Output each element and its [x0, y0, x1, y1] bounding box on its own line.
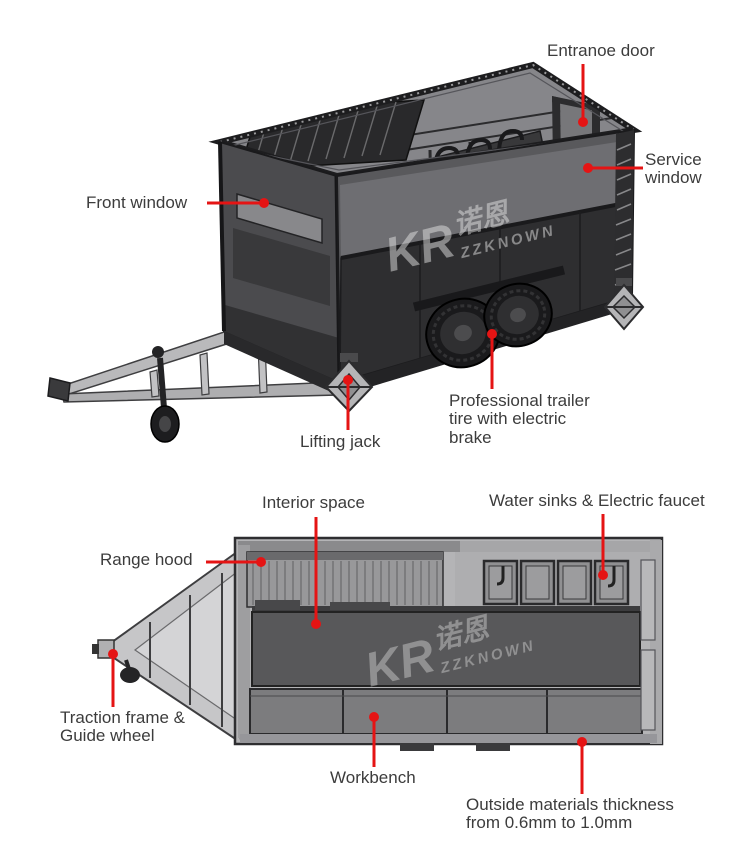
plan-hitch-frame [92, 550, 238, 742]
arrow-outside-materials [577, 737, 587, 794]
jockey-wheel [150, 346, 180, 443]
wheel-rear [483, 282, 553, 348]
service-window-shape [340, 140, 631, 262]
label-water-sinks: Water sinks & Electric faucet [489, 491, 705, 510]
plan-bottom-band [240, 734, 657, 751]
skirt-left [224, 331, 340, 396]
isometric-view: KR 诺恩 ZZKNOWN [47, 61, 645, 443]
water-sinks-shape [455, 552, 650, 610]
plan-view: KR 诺恩 ZZKNOWN [92, 536, 664, 751]
arrow-trailer-tire [487, 329, 497, 389]
rear-door-column [640, 559, 656, 731]
label-entrance-door: Entranoe door [547, 41, 655, 60]
lifting-jack-rear [603, 278, 645, 331]
arrow-lifting-jack [343, 375, 353, 430]
fender [412, 265, 566, 312]
plan-faucet-icons [496, 566, 616, 588]
label-outside-materials: Outside materials thickness from 0.6mm t… [466, 795, 674, 833]
arrow-water-sinks [598, 514, 608, 580]
arrow-workbench [369, 712, 379, 767]
arrow-range-hood [206, 557, 266, 567]
arrow-traction-frame [108, 649, 118, 707]
arrow-entrance-door [578, 64, 588, 127]
label-interior-space: Interior space [262, 493, 365, 512]
range-hood-shape [246, 551, 444, 608]
callouts [108, 64, 643, 794]
label-range-hood: Range hood [100, 550, 193, 569]
arrow-service-window [583, 163, 643, 173]
rear-edge-hatch [614, 130, 634, 300]
label-workbench: Workbench [330, 768, 416, 787]
label-lifting-jack: Lifting jack [300, 432, 381, 451]
arrow-interior-space [311, 517, 321, 629]
label-traction-frame: Traction frame & Guide wheel [60, 708, 186, 746]
interior-space-shape [251, 600, 641, 687]
side-face [335, 128, 636, 384]
front-window-shape [236, 192, 323, 245]
wheel-front [425, 297, 501, 369]
arrow-front-window [207, 198, 269, 208]
label-service-window: Service window [645, 150, 702, 188]
label-front-window: Front window [86, 193, 188, 212]
plan-jockey-wheel [120, 659, 140, 683]
workbench-shape [249, 688, 643, 735]
label-trailer-tire: Professional trailer tire with electric … [449, 391, 590, 447]
